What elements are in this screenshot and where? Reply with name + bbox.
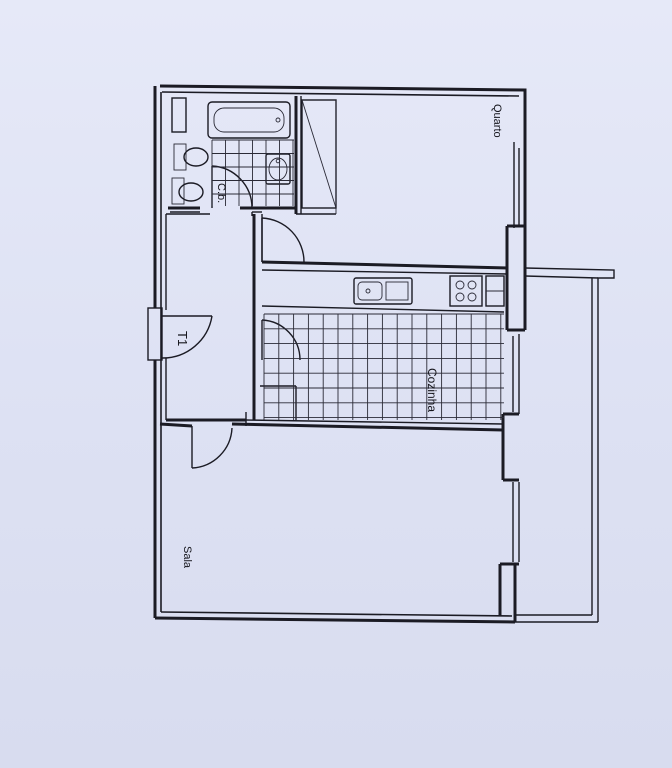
right-facade	[498, 142, 527, 622]
label-t1: T1	[175, 331, 190, 346]
balcony	[515, 267, 615, 623]
outer-walls	[153, 84, 527, 624]
label-sala: Sala	[181, 546, 193, 569]
kitchen-tile-grid	[263, 313, 504, 420]
bathroom-fixtures	[171, 97, 291, 205]
wardrobe	[301, 99, 337, 214]
kitchen-fixtures	[260, 275, 505, 420]
label-cozinha: Cozinha	[425, 368, 439, 412]
label-cb: C.b.	[215, 183, 227, 203]
label-quarto: Quarto	[491, 104, 503, 138]
entrance-door	[147, 307, 213, 361]
doors	[191, 165, 305, 469]
bathroom-tile-grid	[211, 139, 294, 206]
